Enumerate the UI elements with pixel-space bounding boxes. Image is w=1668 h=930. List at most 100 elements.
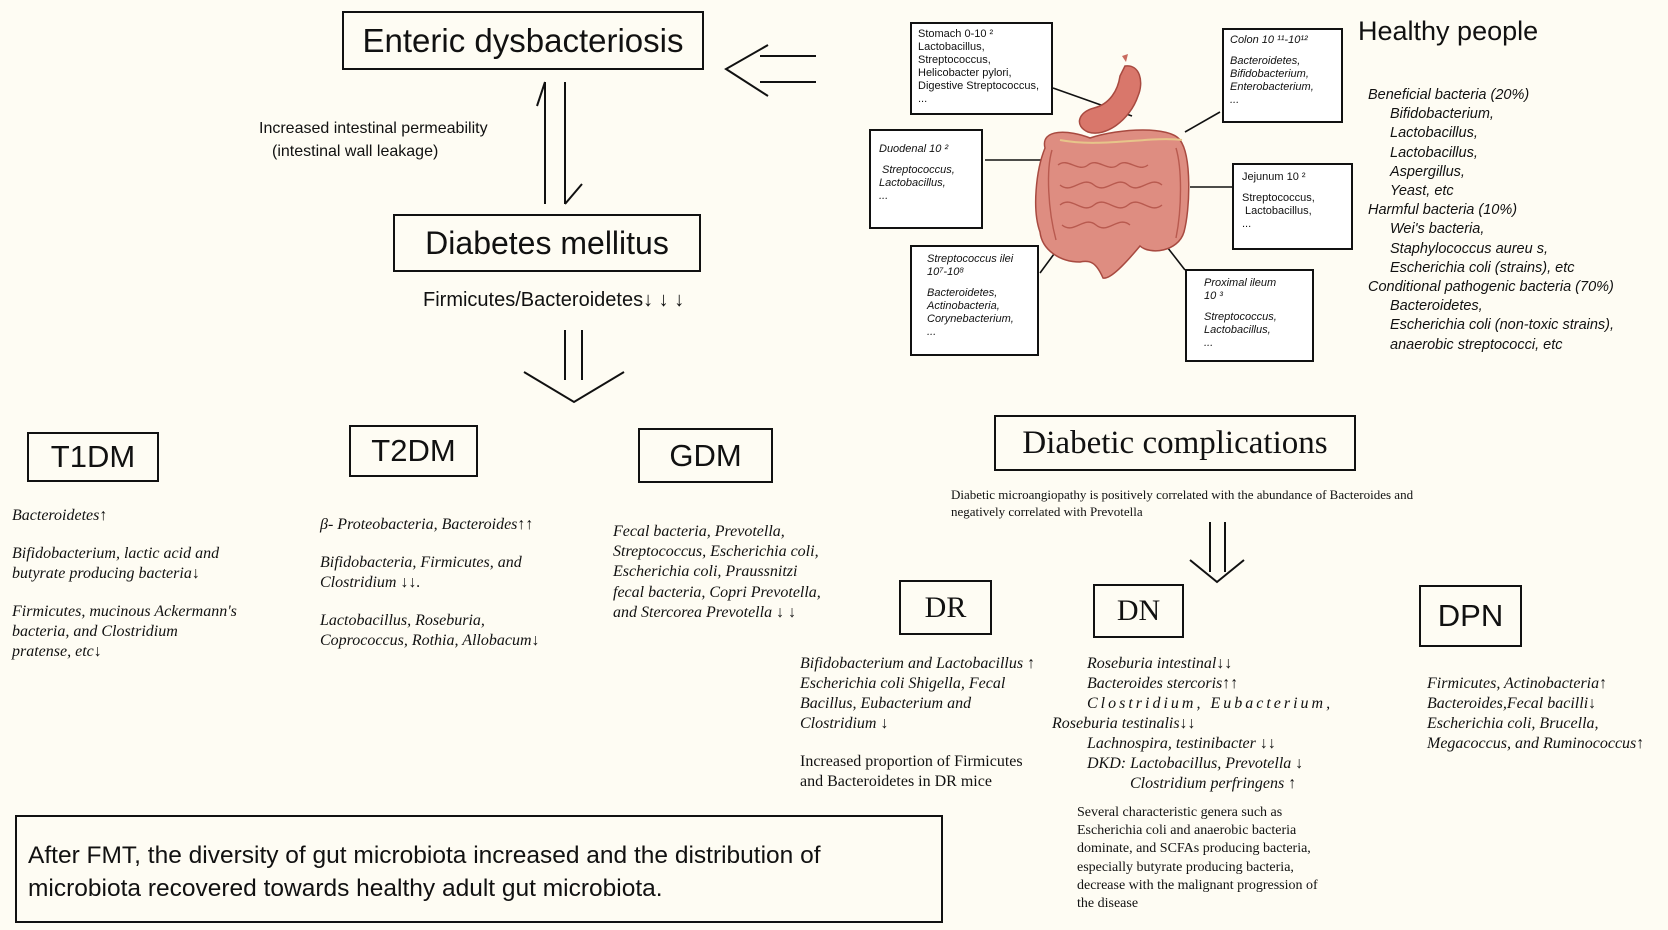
gdm-line: and Stercorea Prevotella ↓ ↓: [613, 603, 797, 621]
colon-line: Enterobacterium,: [1230, 81, 1314, 93]
t2dm-line: β- Proteobacteria, Bacteroides↑↑: [320, 516, 534, 533]
down-double-arrow-complications: [1189, 522, 1245, 584]
healthy-line: Bacteroidetes,: [1390, 298, 1483, 315]
proximal-head: Proximal ileum: [1204, 277, 1277, 289]
dr-note-line: and Bacteroidetes in DR mice: [800, 773, 992, 790]
jejunum-line: Lactobacillus,: [1245, 205, 1312, 217]
t1dm-findings: Bacteroidetes↑ Bifidobacterium, lactic a…: [12, 506, 237, 662]
jejunum-line: ...: [1242, 218, 1252, 230]
enteric-dysbacteriosis-label: Enteric dysbacteriosis: [362, 21, 684, 59]
healthy-line: Harmful bacteria (10%): [1368, 202, 1518, 219]
healthy-line: Beneficial bacteria (20%): [1368, 87, 1530, 103]
fmt-line: microbiota recovered towards healthy adu…: [28, 875, 663, 902]
diabetes-mellitus-box: Diabetes mellitus: [393, 214, 701, 272]
gdm-line: fecal bacteria, Copri Prevotella,: [613, 583, 821, 601]
dr-line: Bacillus, Eubacterium and: [800, 695, 972, 712]
dr-line: Escherichia coli Shigella, Fecal: [800, 675, 1006, 692]
healthy-line: Lactobacillus,: [1390, 125, 1478, 142]
healthy-line: Lactobacillus,: [1390, 144, 1478, 161]
colon-label-box: Colon 10 ¹¹-10¹² Bacteroidetes, Bifidoba…: [1222, 28, 1343, 123]
t2dm-line: Coprococcus, Rothia, Allobacum↓: [320, 632, 540, 649]
proximal-line: ...: [1204, 337, 1214, 349]
ratio-text: Firmicutes/Bacteroidetes↓ ↓ ↓: [423, 289, 685, 311]
dn-line: Clostridium perfringens ↑: [1130, 775, 1297, 792]
bidirectional-arrow: [536, 81, 583, 205]
jejunum-label-box: Jejunum 10 ² Streptococcus, Lactobacillu…: [1232, 163, 1353, 250]
gdm-line: Fecal bacteria, Prevotella,: [613, 523, 785, 540]
gdm-line: Escherichia coli, Praussnitzi: [613, 563, 798, 581]
healthy-line: Bifidobacterium,: [1390, 106, 1494, 123]
stomach-line: Lactobacillus,: [918, 41, 985, 53]
t2dm-label: T2DM: [371, 433, 456, 468]
dn-line: Roseburia testinalis↓↓: [1052, 715, 1196, 732]
proximal-line: Streptococcus,: [1204, 311, 1277, 323]
t1dm-line: butyrate producing bacteria↓: [12, 565, 200, 582]
dr-note-line: Increased proportion of Firmicutes: [800, 753, 1023, 770]
t1dm-line: Bifidobacterium, lactic acid and: [12, 545, 220, 562]
dr-line: Clostridium ↓: [800, 715, 889, 732]
t1dm-box: T1DM: [27, 432, 159, 482]
colon-line: Bifidobacterium,: [1230, 68, 1309, 80]
enteric-dysbacteriosis-box: Enteric dysbacteriosis: [342, 11, 704, 70]
dn-box: DN: [1093, 584, 1184, 638]
permeability-line-2: (intestinal wall leakage): [272, 143, 439, 160]
dpn-box: DPN: [1419, 585, 1522, 647]
proximal-ileum-label-box: Proximal ileum 10 ³ Streptococcus, Lacto…: [1185, 269, 1314, 362]
dpn-line: Firmicutes, Actinobacteria↑: [1427, 675, 1608, 692]
dn-line: Bacteroides stercoris↑↑: [1087, 675, 1239, 692]
stomach-line: Helicobacter pylori,: [918, 67, 1012, 79]
duodenal-line: Lactobacillus,: [879, 177, 946, 189]
dn-findings: Roseburia intestinal↓↓ Bacteroides sterc…: [1052, 654, 1333, 794]
permeability-note: Increased intestinal permeability (intes…: [259, 117, 488, 163]
healthy-line: Aspergillus,: [1390, 163, 1465, 180]
fmt-conclusion-box: After FMT, the diversity of gut microbio…: [15, 815, 943, 923]
down-double-arrow-types: [523, 330, 625, 404]
stomach-line: Streptococcus,: [918, 54, 991, 66]
healthy-line: Conditional pathogenic bacteria (70%): [1368, 279, 1614, 296]
dr-box: DR: [899, 580, 992, 635]
t2dm-line: Bifidobacteria, Firmicutes, and: [320, 554, 522, 571]
healthy-people-list: Beneficial bacteria (20%) Bifidobacteriu…: [1368, 86, 1614, 355]
ilei-line: Bacteroidetes,: [927, 287, 998, 299]
ilei-line: Corynebacterium,: [927, 313, 1014, 325]
t1dm-line: bacteria, and Clostridium: [12, 623, 178, 640]
t1dm-line: pratense, etc↓: [12, 643, 102, 660]
diabetic-complications-label: Diabetic complications: [1022, 424, 1328, 461]
dn-note-line: especially butyrate producing bacteria,: [1077, 859, 1294, 875]
microangiopathy-line: negatively correlated with Prevotella: [951, 504, 1143, 519]
microangiopathy-line: Diabetic microangiopathy is positively c…: [951, 487, 1414, 502]
dr-line: Bifidobacterium and Lactobacillus ↑: [800, 655, 1036, 672]
jejunum-line: Streptococcus,: [1242, 192, 1315, 204]
stomach-line: ...: [918, 93, 928, 105]
duodenal-head: Duodenal 10 ²: [879, 143, 949, 155]
ilei-line: Actinobacteria,: [927, 300, 1000, 312]
permeability-line-1: Increased intestinal permeability: [259, 120, 488, 137]
stomach-line: Digestive Streptococcus,: [918, 80, 1040, 92]
stomach-label-box: Stomach 0-10 ² Lactobacillus, Streptococ…: [910, 22, 1053, 115]
t1dm-label: T1DM: [50, 439, 136, 474]
proximal-head: 10 ³: [1204, 290, 1223, 302]
ilei-line: ...: [927, 326, 937, 338]
proximal-line: Lactobacillus,: [1204, 324, 1271, 336]
duodenal-line: ...: [879, 190, 889, 202]
healthy-line: anaerobic streptococci, etc: [1390, 336, 1563, 353]
t2dm-line: Clostridium ↓↓.: [320, 574, 421, 591]
healthy-people-title: Healthy people: [1358, 16, 1539, 46]
dpn-line: Escherichia coli, Brucella,: [1427, 715, 1599, 732]
t2dm-box: T2DM: [349, 425, 478, 477]
fmt-line: After FMT, the diversity of gut microbio…: [28, 842, 821, 869]
dr-label: DR: [924, 590, 967, 624]
dpn-line: Megacoccus, and Ruminococcus↑: [1427, 735, 1645, 752]
healthy-line: Escherichia coli (non-toxic strains),: [1390, 317, 1615, 334]
dn-note-line: decrease with the malignant progression …: [1077, 877, 1318, 893]
dn-line: DKD: Lactobacillus, Prevotella ↓: [1087, 755, 1304, 772]
left-double-arrow: [724, 44, 816, 97]
t2dm-line: Lactobacillus, Roseburia,: [320, 612, 485, 629]
stomach-line: Stomach 0-10 ²: [918, 28, 994, 40]
colon-line: ...: [1230, 94, 1240, 106]
ilei-head: Streptococcus ilei: [927, 253, 1014, 265]
ilei-label-box: Streptococcus ilei 10⁷-10⁸ Bacteroidetes…: [910, 245, 1039, 356]
healthy-line: Escherichia coli (strains), etc: [1390, 259, 1575, 276]
diabetes-mellitus-label: Diabetes mellitus: [425, 224, 669, 261]
dpn-label: DPN: [1437, 598, 1504, 633]
